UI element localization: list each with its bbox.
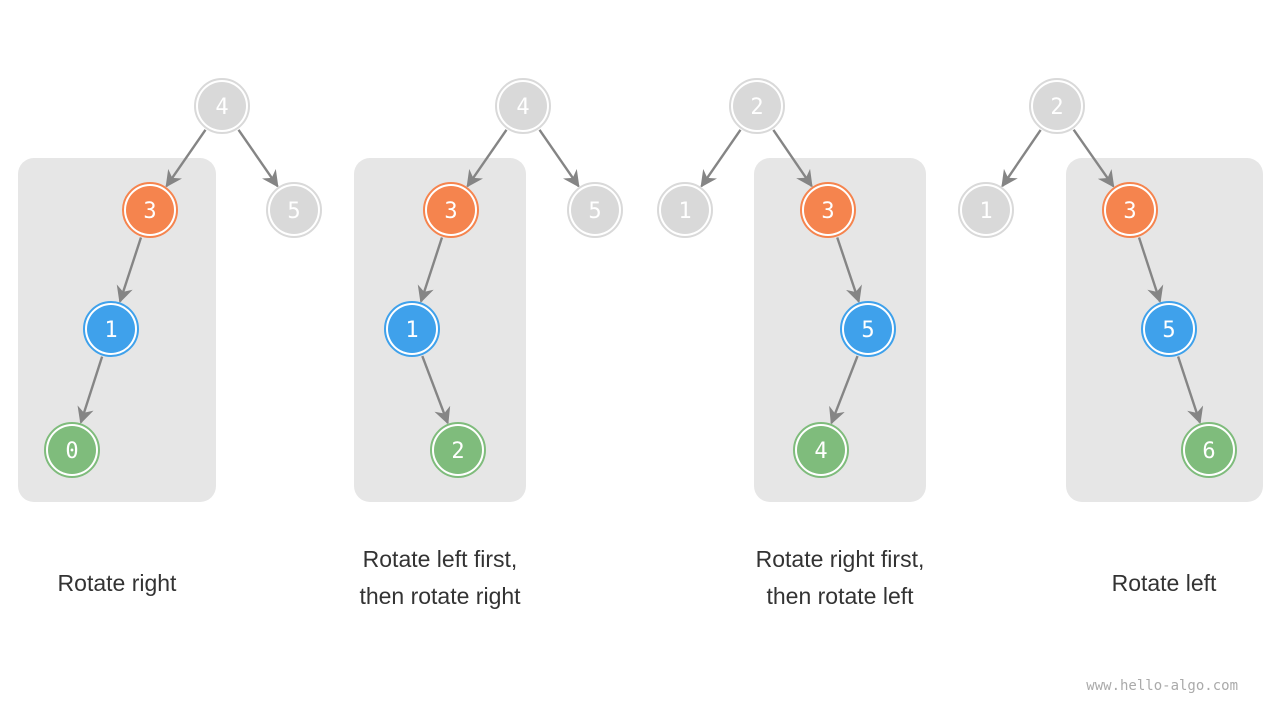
node-circle [797, 426, 845, 474]
node-value: 5 [588, 199, 601, 224]
caption-right-left: Rotate right first, then rotate left [730, 541, 950, 615]
node-circle [844, 305, 892, 353]
caption-rotate-left: Rotate left [1066, 565, 1262, 602]
tree-node-gray: 2 [1029, 78, 1085, 134]
watermark: www.hello-algo.com [1086, 678, 1238, 694]
node-circle [733, 82, 781, 130]
tree-node-orange: 3 [1102, 182, 1158, 238]
node-circle [1145, 305, 1193, 353]
tree-edge-arrow [700, 129, 742, 188]
tree-node-gray: 4 [194, 78, 250, 134]
node-value: 1 [678, 199, 691, 224]
node-circle [1185, 426, 1233, 474]
node-circle [499, 82, 547, 130]
tree-edge-arrow [116, 237, 143, 304]
node-circle [962, 186, 1010, 234]
node-circle [270, 186, 318, 234]
tree-edge-arrow [77, 356, 104, 424]
node-value: 4 [516, 95, 529, 120]
tree-node-gray: 5 [266, 182, 322, 238]
tree-node-orange: 3 [800, 182, 856, 238]
node-value: 3 [1123, 199, 1136, 224]
node-value: 2 [750, 95, 763, 120]
tree-node-blue: 1 [384, 301, 440, 357]
subtree-highlight-panel [754, 158, 926, 502]
tree-node-orange: 3 [423, 182, 479, 238]
node-circle [126, 186, 174, 234]
node-value: 4 [215, 95, 228, 120]
node-circle [1033, 82, 1081, 130]
tree-edge-arrow [829, 355, 859, 425]
node-circle [388, 305, 436, 353]
tree-node-orange: 3 [122, 182, 178, 238]
node-circle [198, 82, 246, 130]
caption-line-2: then rotate right [359, 583, 521, 609]
tree-edge-arrow [1072, 129, 1115, 188]
tree-node-green: 6 [1181, 422, 1237, 478]
node-value: 5 [861, 318, 874, 343]
node-circle [804, 186, 852, 234]
tree-node-gray: 2 [729, 78, 785, 134]
caption-rotate-right: Rotate right [18, 565, 216, 602]
node-value: 1 [104, 318, 117, 343]
tree-node-gray: 1 [657, 182, 713, 238]
node-value: 5 [287, 199, 300, 224]
node-value: 1 [979, 199, 992, 224]
node-value: 0 [65, 439, 78, 464]
node-value: 2 [451, 439, 464, 464]
node-circle [571, 186, 619, 234]
tree-edge-arrow [772, 129, 813, 188]
node-circle [48, 426, 96, 474]
node-circle [87, 305, 135, 353]
tree-node-blue: 1 [83, 301, 139, 357]
tree-edge-arrow [538, 129, 580, 188]
tree-edge-arrow [1137, 237, 1164, 304]
tree-edge-arrow [237, 129, 279, 188]
caption-line-1: Rotate left first, [362, 546, 518, 572]
caption-line-1: Rotate left [1111, 570, 1217, 596]
caption-left-right: Rotate left first, then rotate right [340, 541, 540, 615]
tree-edge-arrow [836, 237, 862, 304]
node-value: 6 [1202, 439, 1215, 464]
tree-node-green: 4 [793, 422, 849, 478]
tree-node-blue: 5 [1141, 301, 1197, 357]
tree-edge-arrow [165, 129, 207, 188]
node-circle [661, 186, 709, 234]
caption-line-1: Rotate right [57, 570, 177, 596]
tree-node-green: 2 [430, 422, 486, 478]
node-value: 5 [1162, 318, 1175, 343]
tree-node-gray: 4 [495, 78, 551, 134]
node-value: 1 [405, 318, 418, 343]
tree-edge-arrow [1176, 356, 1204, 425]
tree-edge-arrow [1001, 129, 1042, 188]
tree-node-green: 0 [44, 422, 100, 478]
tree-node-blue: 5 [840, 301, 896, 357]
tree-edge-arrow [417, 237, 444, 304]
tree-node-gray: 1 [958, 182, 1014, 238]
node-value: 4 [814, 439, 827, 464]
node-value: 3 [143, 199, 156, 224]
node-circle [427, 186, 475, 234]
node-circle [1106, 186, 1154, 234]
tree-edge-arrow [466, 129, 508, 188]
caption-line-1: Rotate right first, [755, 546, 925, 572]
node-circle [434, 426, 482, 474]
node-value: 3 [444, 199, 457, 224]
tree-edge-arrow [421, 355, 451, 425]
tree-node-gray: 5 [567, 182, 623, 238]
node-value: 2 [1050, 95, 1063, 120]
subtree-highlight-panel [354, 158, 526, 502]
node-value: 3 [821, 199, 834, 224]
caption-line-2: then rotate left [766, 583, 914, 609]
